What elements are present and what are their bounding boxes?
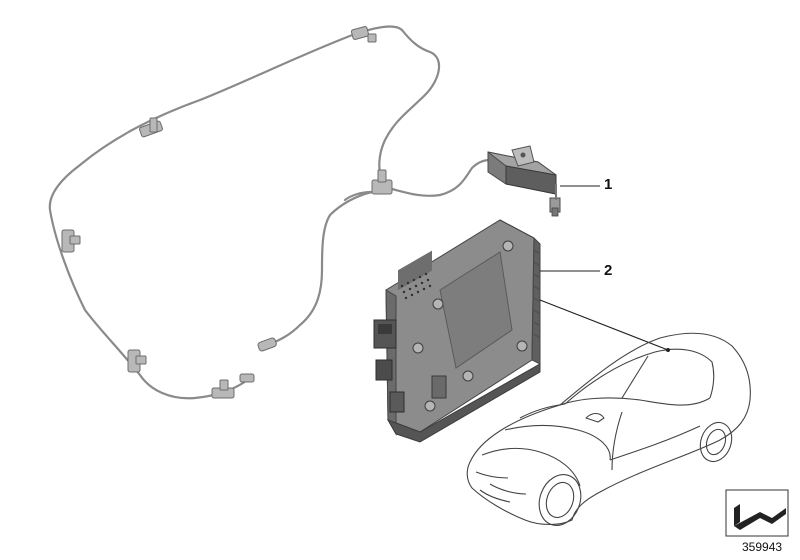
leader-lines	[539, 185, 669, 351]
part-callout-1: 1	[604, 176, 613, 193]
car-outline	[466, 332, 751, 526]
antenna-cable-harness	[48, 25, 492, 400]
reference-number: 359943	[742, 540, 783, 554]
car-arrow-icon	[725, 489, 789, 537]
harness-clips	[61, 26, 393, 399]
control-unit-part-2	[373, 219, 541, 443]
antenna-amplifier-part-1	[487, 145, 561, 217]
vent-grid	[398, 250, 432, 291]
screw-bosses	[412, 240, 528, 412]
connector-ports	[373, 319, 447, 413]
part-callout-2: 2	[604, 262, 613, 279]
